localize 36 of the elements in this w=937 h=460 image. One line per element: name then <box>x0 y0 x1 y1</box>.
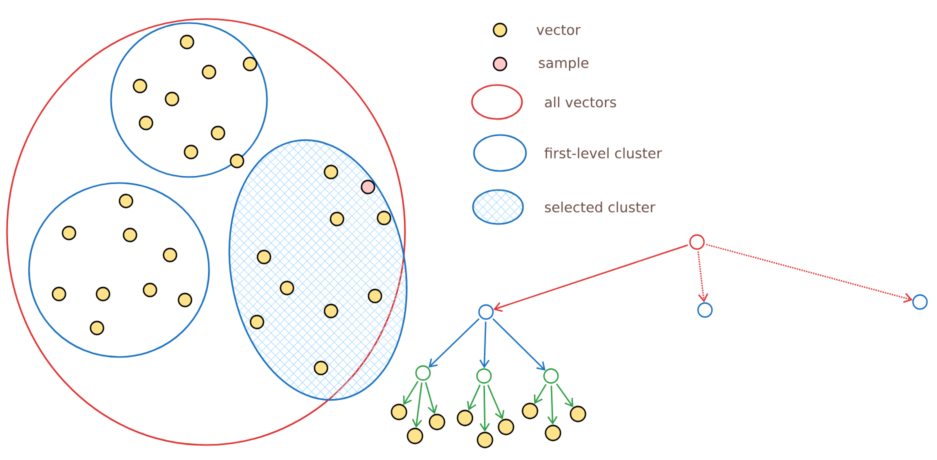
tree-node <box>415 365 431 381</box>
dot <box>428 414 446 430</box>
tree-node <box>476 368 492 384</box>
arrow <box>706 244 913 303</box>
dot <box>390 404 408 420</box>
arrow <box>556 384 574 408</box>
dot <box>570 406 586 422</box>
dot <box>544 424 562 442</box>
arrow <box>493 244 688 312</box>
legend-label: all vectors <box>545 96 616 108</box>
dot <box>498 418 514 436</box>
tree-node <box>543 368 559 384</box>
arrow <box>534 384 547 404</box>
dot <box>476 432 494 448</box>
dot <box>456 410 474 426</box>
legend-label: first-level cluster <box>544 148 662 158</box>
arrow <box>547 386 558 425</box>
arrow <box>425 382 438 414</box>
tree-node <box>478 304 494 320</box>
arrow <box>467 384 481 411</box>
legend-label: vector <box>536 24 581 36</box>
arrow <box>479 322 490 368</box>
legend-label: sample <box>538 57 588 71</box>
dot <box>406 428 424 444</box>
tree-node <box>697 302 713 318</box>
arrow <box>412 382 422 428</box>
arrow <box>492 318 546 371</box>
arrow <box>428 318 480 368</box>
arrow <box>480 386 490 432</box>
tree-node <box>689 234 705 250</box>
tree-node <box>912 294 928 310</box>
arrow <box>487 384 504 420</box>
arrow <box>697 252 708 302</box>
dot <box>522 402 538 420</box>
legend-label: selected cluster <box>544 202 656 212</box>
arrow <box>403 380 419 405</box>
